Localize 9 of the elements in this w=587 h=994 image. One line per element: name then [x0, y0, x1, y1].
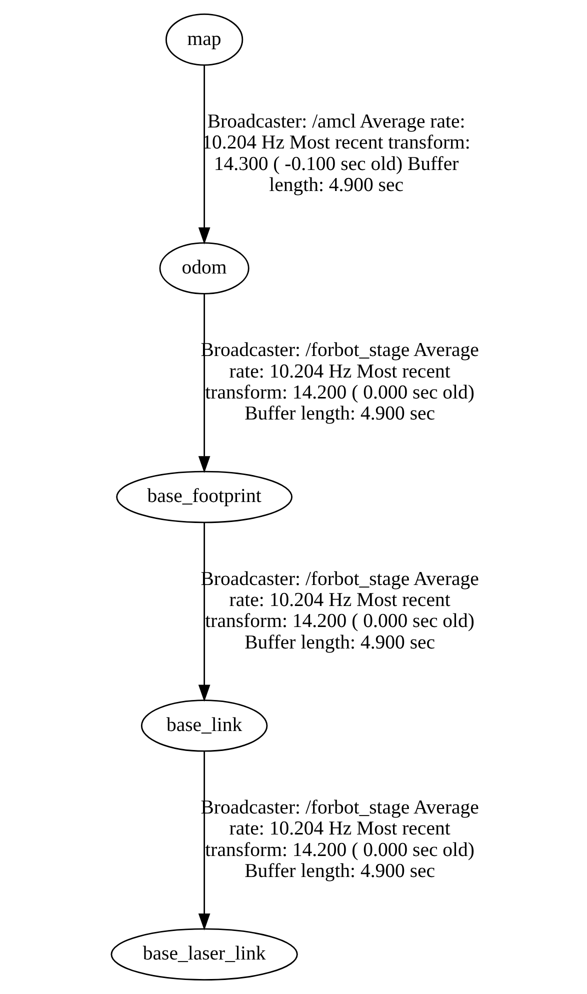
node-ellipse: base_laser_link: [110, 928, 298, 980]
arrow: [198, 522, 210, 702]
node-ellipse: map: [165, 14, 244, 66]
arrow: [198, 751, 210, 930]
node-ellipse: odom: [159, 242, 250, 294]
node-ellipse: base_footprint: [116, 470, 293, 524]
arrow: [198, 65, 210, 244]
arrow: [198, 294, 210, 474]
node-ellipse: base_link: [140, 700, 268, 752]
